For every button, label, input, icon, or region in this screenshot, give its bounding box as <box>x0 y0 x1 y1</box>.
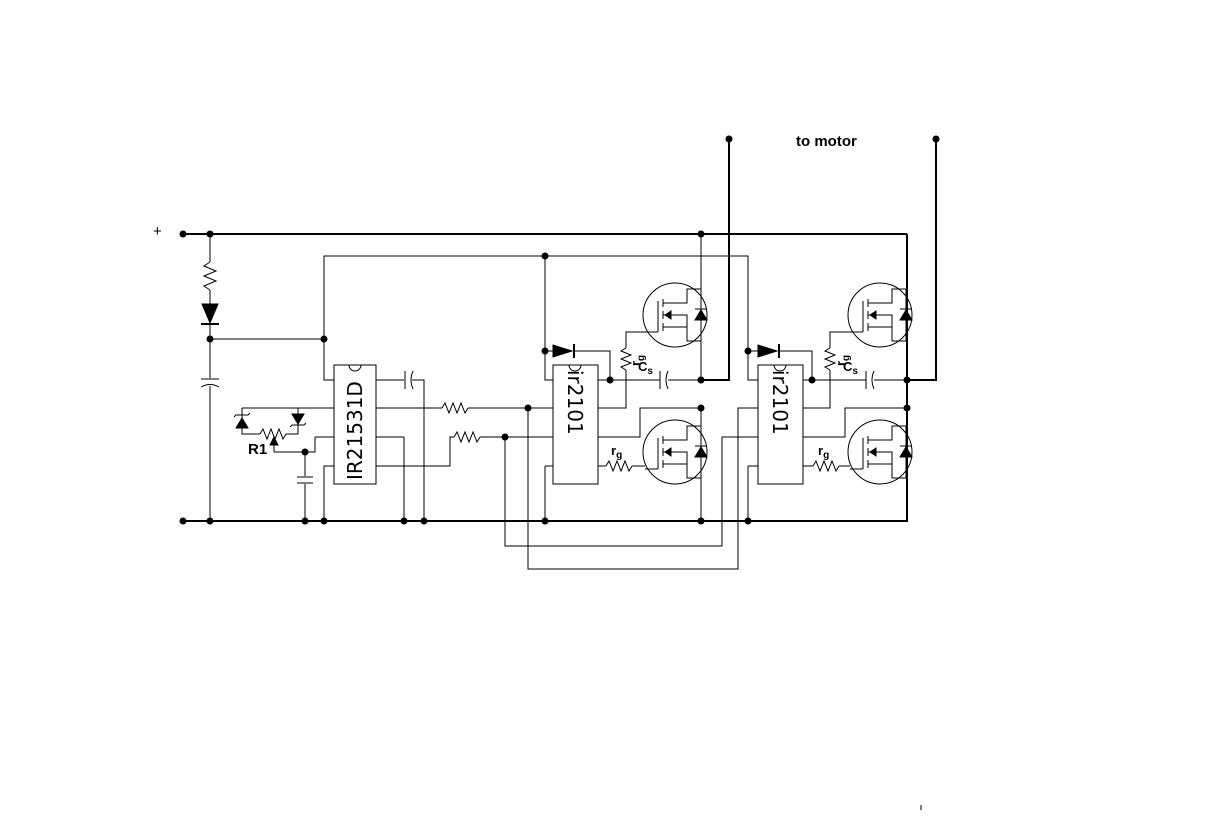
lo-resistor <box>453 430 481 444</box>
junction-dot <box>301 517 309 525</box>
cs-capacitor-2 <box>865 370 875 390</box>
junction-dot <box>697 517 705 525</box>
junction-dot <box>400 517 408 525</box>
junction-dot <box>932 135 940 143</box>
rg-label-low-1: rg <box>611 443 622 461</box>
ir2101-driver-2: ir2101 <box>757 364 804 485</box>
junction-dot <box>179 230 187 238</box>
junction-dot <box>744 517 752 525</box>
junction-dot <box>903 404 911 412</box>
junction-dot <box>903 376 911 384</box>
zener-left <box>233 412 251 429</box>
supply-capacitor <box>200 378 220 388</box>
low-gate-resistor-1 <box>605 459 633 473</box>
timing-capacitor <box>404 370 414 390</box>
vcc-bus <box>323 234 758 381</box>
ir2101-driver-1: ir2101 <box>552 364 599 485</box>
motor-leads <box>701 139 937 381</box>
cs-label-1: Cs <box>638 359 653 377</box>
junction-dot <box>697 376 705 384</box>
rg-label-high-1: rg <box>628 355 647 366</box>
junction-dot <box>206 230 214 238</box>
cs-label-2: Cs <box>843 359 858 377</box>
to-motor-label: to motor <box>796 133 857 150</box>
supply-resistor <box>202 261 218 291</box>
junction-dot <box>524 404 532 412</box>
mosfet-low-1 <box>642 419 708 485</box>
junction-dot <box>541 517 549 525</box>
junction-dot <box>501 433 509 441</box>
junction-dot <box>320 335 328 343</box>
junction-dot <box>541 347 549 355</box>
driver-2-label: ir2101 <box>768 370 792 435</box>
zener-right <box>289 413 307 428</box>
cross-connect-wires <box>504 407 758 570</box>
driver-1-label: ir2101 <box>563 370 587 435</box>
mosfet-high-1 <box>642 282 708 348</box>
junction-dot <box>301 448 309 456</box>
ir21531d-chip: IR21531D <box>333 364 377 485</box>
junction-dot <box>744 347 752 355</box>
junction-dot <box>725 135 733 143</box>
junction-dot <box>420 517 428 525</box>
rg-label-low-2: rg <box>818 443 829 461</box>
junction-dot <box>697 230 705 238</box>
ct-capacitor <box>297 476 313 484</box>
mosfet-low-2 <box>847 419 913 485</box>
low-gate-resistor-2 <box>812 459 840 473</box>
junction-dot <box>179 517 187 525</box>
junction-dot <box>541 252 549 260</box>
high-gate-resistor-2 <box>823 347 837 371</box>
ic-main-label: IR21531D <box>343 381 367 480</box>
junction-dot <box>808 376 816 384</box>
r1-network: R1 <box>233 408 316 521</box>
bootstrap-diode-1 <box>552 344 575 358</box>
junction-dot <box>320 517 328 525</box>
rg-label-high-2: rg <box>833 355 852 366</box>
ho-resistor <box>441 401 469 415</box>
high-gate-resistor-1 <box>619 347 633 371</box>
junction-dot <box>697 404 705 412</box>
mosfet-high-2 <box>847 282 913 348</box>
plus-label: + <box>153 223 162 240</box>
supply-diode <box>201 303 219 325</box>
cs-capacitor-1 <box>659 370 669 390</box>
r1-label: R1 <box>248 441 267 458</box>
driver-2-wiring: rg Cs rg <box>748 331 907 473</box>
junction-dot <box>206 335 214 343</box>
bootstrap-diode-2 <box>757 344 780 358</box>
ic-main-wiring <box>242 370 553 521</box>
supply-branch <box>200 234 324 521</box>
junction-dot <box>606 376 614 384</box>
junction-dot <box>206 517 214 525</box>
